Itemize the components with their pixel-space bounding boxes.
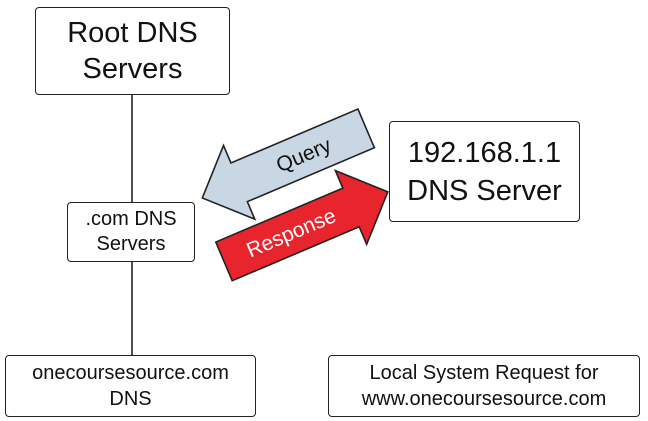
local-request-label-line1: Local System Request for (369, 362, 599, 384)
local-request-label-line2: www.onecoursesource.com (361, 388, 607, 410)
com-dns-label-line1: .com DNS (85, 208, 177, 230)
dns-server-label-line2: DNS Server (407, 174, 562, 207)
ocs-dns-label-line2: DNS (109, 388, 152, 410)
root-dns-label-line1: Root DNS (67, 17, 198, 49)
root-dns-servers-box: Root DNS Servers (35, 7, 230, 95)
query-arrow: Query (201, 108, 376, 221)
com-dns-label-line2: Servers (96, 233, 166, 255)
local-system-request-box: Local System Request for www.onecourseso… (328, 355, 640, 417)
root-dns-label-line2: Servers (82, 53, 183, 85)
dns-server-label-line1: 192.168.1.1 (407, 136, 562, 169)
com-dns-servers-box: .com DNS Servers (67, 202, 195, 262)
local-dns-server-box: 192.168.1.1 DNS Server (389, 121, 580, 222)
ocs-dns-label-line1: onecoursesource.com (32, 362, 229, 384)
query-arrow-shape (201, 108, 376, 221)
onecoursesource-dns-box: onecoursesource.com DNS (5, 355, 256, 417)
response-arrow-shape (214, 169, 389, 282)
